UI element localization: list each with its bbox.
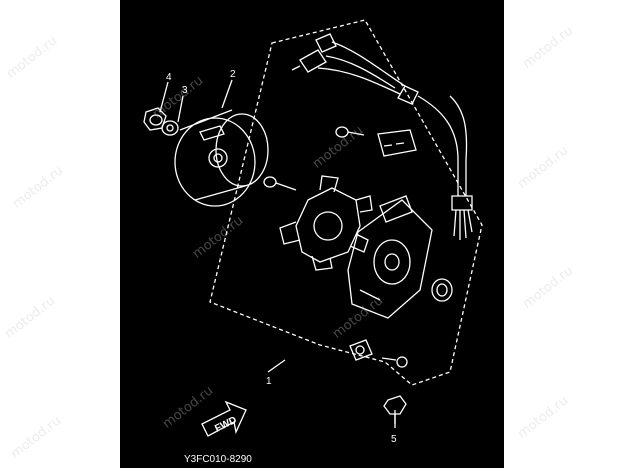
pickup-coil-connector — [377, 129, 417, 157]
leader-line-3 — [177, 95, 184, 123]
leader-line-2 — [221, 79, 233, 109]
assembly-outline — [209, 19, 483, 386]
callout-2: 2 — [230, 69, 236, 80]
watermark: motod.ru — [520, 263, 577, 312]
leader-line-1 — [267, 359, 286, 373]
oil-seal — [431, 278, 453, 302]
watermark: motod.ru — [515, 143, 572, 192]
diagram-panel: 4 3 2 1 5 FWD Y3FC010-8290 — [120, 0, 504, 468]
screw-stator — [263, 176, 297, 191]
screw-upper — [335, 126, 365, 138]
callout-5: 5 — [391, 434, 397, 445]
screw-lower — [381, 356, 408, 368]
watermark: motod.ru — [2, 293, 59, 342]
part-code-label: Y3FC010-8290 — [184, 454, 252, 465]
watermark: motod.ru — [8, 413, 65, 462]
wire-harness — [291, 33, 473, 240]
watermark: motod.ru — [4, 33, 61, 82]
callout-3: 3 — [182, 85, 188, 96]
fwd-label: FWD — [213, 415, 238, 435]
callout-4: 4 — [166, 72, 172, 83]
base-plate — [347, 195, 433, 319]
watermark: motod.ru — [520, 23, 577, 72]
wire-clamp — [349, 339, 373, 361]
watermark: motod.ru — [10, 163, 67, 212]
watermark: motod.ru — [515, 393, 572, 442]
washer-part-3 — [161, 120, 179, 136]
bolt-part-5 — [383, 395, 407, 424]
stator-coil — [279, 175, 373, 271]
leader-line-4 — [159, 81, 169, 113]
callout-1: 1 — [266, 376, 272, 387]
exploded-parts-diagram: 4 3 2 1 5 FWD Y3FC010-8290 — [143, 19, 483, 465]
fwd-arrow — [201, 400, 247, 437]
rotor-part-2 — [174, 109, 269, 207]
